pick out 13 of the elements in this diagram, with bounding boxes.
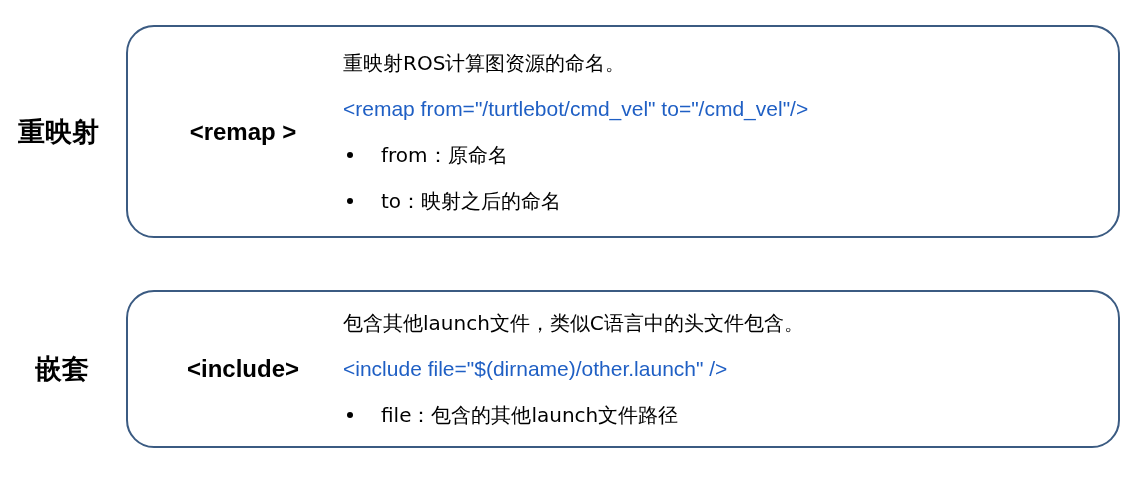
bullet-text: file：包含的其他launch文件路径 (381, 402, 679, 429)
tag-heading: <include> (185, 354, 300, 384)
code-example: <remap from="/turtlebot/cmd_vel" to="/cmd_vel"/> (343, 95, 809, 123)
row-label: 嵌套 (35, 355, 89, 382)
rounded-panel (126, 25, 1120, 238)
bullet-text: to：映射之后的命名 (381, 187, 562, 215)
bullet-text: from：原命名 (381, 141, 508, 169)
description-text: 包含其他launch文件，类似C语言中的头文件包含。 (343, 310, 804, 337)
row-label: 重映射 (18, 117, 99, 145)
rounded-panel (126, 290, 1120, 448)
code-example: <include file="$(dirname)/other.launch" /> (343, 356, 729, 382)
tag-heading: <remap > (188, 116, 298, 147)
description-text: 重映射ROS计算图资源的命名。 (343, 49, 627, 77)
